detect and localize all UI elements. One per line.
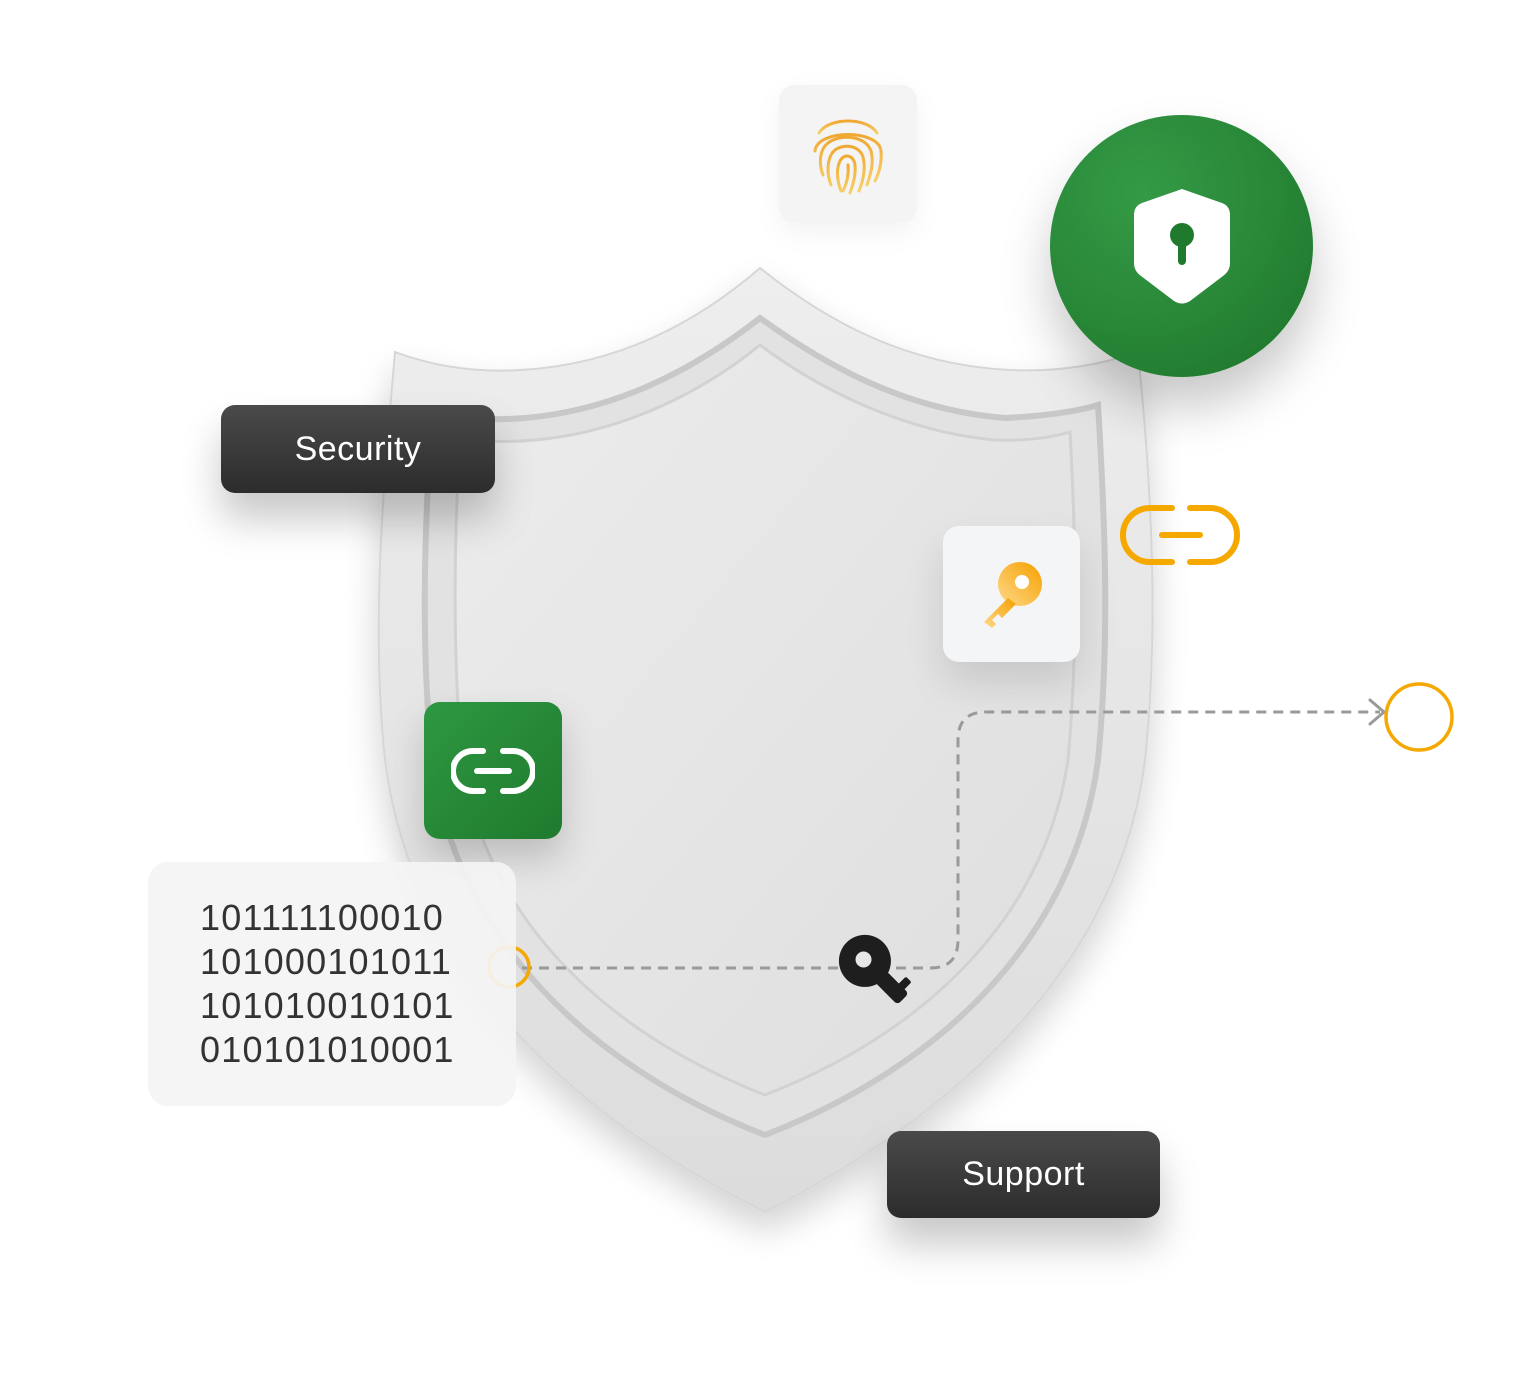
binary-line: 101010010101 (200, 985, 455, 1026)
link-tile[interactable] (424, 702, 562, 839)
binary-line: 101111100010 (200, 897, 444, 938)
shield-lock-icon (1133, 189, 1230, 304)
key-tile[interactable] (943, 526, 1080, 662)
binary-line: 101000101011 (200, 941, 452, 982)
binary-line: 010101010001 (200, 1029, 455, 1070)
support-label: Support (887, 1131, 1160, 1218)
binary-code-card: 101111100010 101000101011 101010010101 0… (148, 862, 516, 1106)
security-label: Security (221, 405, 495, 493)
fingerprint-tile[interactable] (779, 85, 917, 223)
shield-lock-badge[interactable] (1050, 115, 1313, 377)
key-icon (983, 562, 1042, 628)
link-icon (451, 747, 535, 794)
fingerprint-icon (813, 119, 883, 195)
